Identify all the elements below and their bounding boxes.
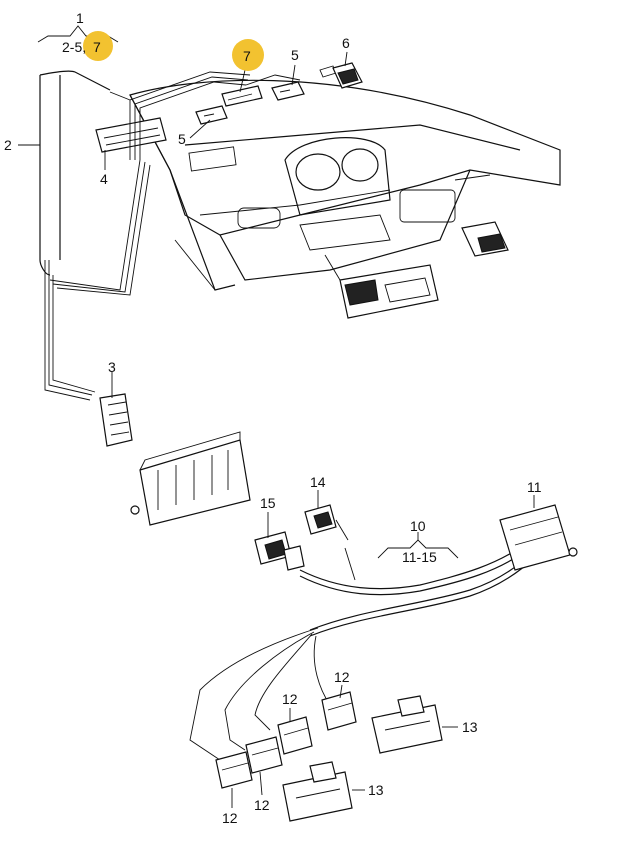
callout-12-d: 12 xyxy=(222,810,238,826)
part-5-connector-top xyxy=(271,81,305,101)
callout-1-sub-7: 7 xyxy=(93,39,101,55)
callout-10: 10 xyxy=(410,518,426,534)
callout-5-top: 5 xyxy=(291,47,299,63)
part-12-connector-c xyxy=(245,736,283,774)
part-5-connector-mid xyxy=(195,105,228,125)
callout-5-mid: 5 xyxy=(178,131,186,147)
callout-6: 6 xyxy=(342,35,350,51)
callout-12-a: 12 xyxy=(334,669,350,685)
part-7-connector xyxy=(221,85,263,107)
callout-13-b: 13 xyxy=(368,782,384,798)
leader-lines xyxy=(18,25,535,808)
callout-12-c: 12 xyxy=(254,797,270,813)
highlight-circle-top-left xyxy=(83,31,113,61)
callout-3: 3 xyxy=(108,359,116,375)
part-12-connector-d xyxy=(215,751,253,789)
part-4-connector xyxy=(95,117,167,153)
part-3-connector xyxy=(99,393,133,447)
part-6-switch xyxy=(319,62,363,89)
callout-14: 14 xyxy=(310,474,326,490)
part-13-socket-b xyxy=(282,761,353,822)
dashboard-illustration xyxy=(129,79,561,291)
callout-15: 15 xyxy=(260,495,276,511)
callout-10-sub: 11-15 xyxy=(402,549,437,565)
part-13-socket-a xyxy=(371,695,443,754)
part-11-connector xyxy=(499,504,578,571)
switch-assembly xyxy=(324,254,439,319)
part-12-connector-a xyxy=(321,691,357,731)
part-14-connector xyxy=(304,504,349,541)
callout-13-a: 13 xyxy=(462,719,478,735)
harness-part-10 xyxy=(189,539,538,761)
right-switch xyxy=(461,221,509,257)
callout-1: 1 xyxy=(76,10,84,26)
part-12-connector-b xyxy=(277,716,313,755)
part-15-connector xyxy=(254,531,305,571)
relay-box xyxy=(130,431,251,526)
callout-4: 4 xyxy=(100,171,108,187)
callout-2: 2 xyxy=(4,137,12,153)
callout-1-sub-range: 2-5, xyxy=(62,39,86,55)
callout-7: 7 xyxy=(243,48,251,64)
harness-part-2 xyxy=(39,70,301,401)
highlight-circle-part-7 xyxy=(232,39,264,71)
callout-11: 11 xyxy=(527,479,542,495)
callout-12-b: 12 xyxy=(282,691,298,707)
